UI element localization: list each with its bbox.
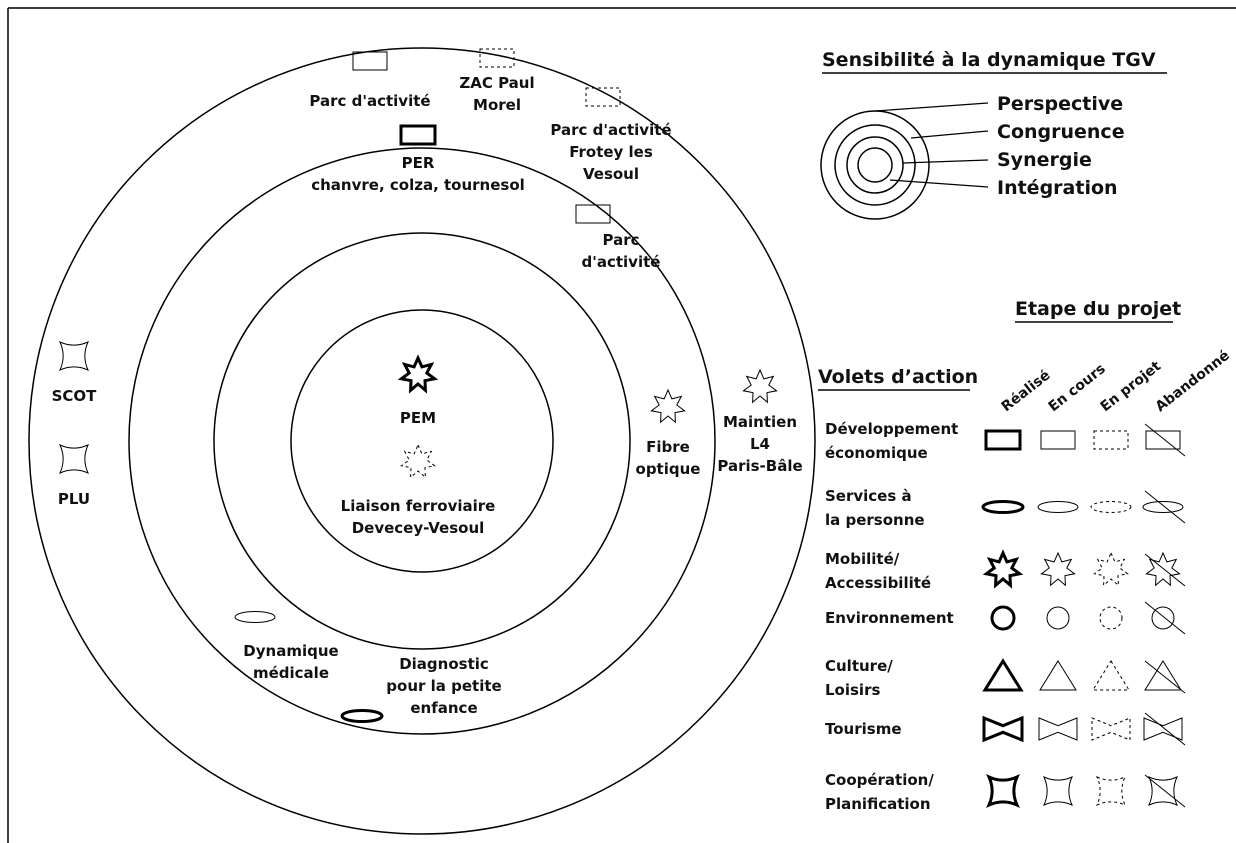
legend-bowtie-0-icon [982, 715, 1024, 743]
parc-activite-1-icon [352, 51, 388, 71]
legend-bowtie-3-icon [1143, 717, 1183, 741]
legend-triangle-1-icon [1039, 660, 1077, 691]
legend-ellipse-3-icon-strike [1144, 490, 1186, 524]
legend-circle-1-icon [1046, 606, 1070, 630]
legend-ring-perspective [820, 110, 930, 220]
legend-triangle-3-icon-strike [1144, 660, 1186, 694]
parc-activite-2-icon [575, 204, 611, 224]
stage-header-en-cours: En cours [1046, 361, 1109, 415]
legend-rect-3-icon [1145, 430, 1181, 450]
stage-header-realise: Réalisé [999, 367, 1054, 415]
legend-ring-synergie [846, 136, 904, 194]
parc-activite-1-label: Parc d'activité [309, 92, 430, 110]
pem-icon [397, 354, 439, 394]
stages-title: Etape du projet [1015, 298, 1181, 320]
legend-concave-3-icon-strike [1144, 774, 1186, 808]
legend-label-synergie: Synergie [997, 149, 1092, 171]
legend-bowtie-1-icon [1038, 717, 1078, 741]
row-label-bowtie: Tourisme [825, 720, 902, 738]
legend-star-3-icon [1145, 551, 1181, 587]
legend-bowtie-2-icon [1091, 717, 1131, 741]
diagnostic-petite-enfance-icon [340, 709, 384, 723]
stage-header-en-projet: En projet [1098, 358, 1165, 415]
legend-concave-2-icon [1096, 776, 1126, 806]
legend-leader-congruence [910, 130, 989, 139]
legend-triangle-2-icon [1092, 660, 1130, 691]
pem-label: PEM [400, 409, 436, 427]
legend-rect-2-icon [1093, 430, 1129, 450]
legend-rect-0-icon [984, 429, 1022, 451]
ring-synergie [213, 232, 631, 650]
legend-circle-3-icon-strike [1144, 601, 1186, 635]
legend-ellipse-2-icon [1090, 501, 1132, 513]
per-icon [399, 124, 437, 146]
dynamique-medicale-icon [234, 611, 276, 623]
maintien-l4-icon [742, 368, 778, 404]
scot-label: SCOT [52, 387, 98, 405]
stage-header-abandonne: Abandonné [1153, 348, 1233, 416]
ring-integration [290, 309, 554, 573]
plu-icon [59, 444, 89, 474]
legend-circle-3-icon [1151, 606, 1175, 630]
row-label-concave: Coopération/Planification [825, 771, 934, 813]
legend-leader-synergie [902, 159, 989, 164]
legend-ring-congruence [834, 124, 916, 206]
parc-activite-frotey-icon [585, 87, 621, 107]
legend-ring-integration [857, 147, 893, 183]
fibre-optique-icon [650, 388, 686, 424]
legend-rect-1-icon [1040, 430, 1076, 450]
row-label-circle: Environnement [825, 609, 954, 627]
legend-ellipse-1-icon [1037, 501, 1079, 513]
ring-perspective [28, 47, 816, 835]
legend-bowtie-3-icon-strike [1144, 712, 1186, 746]
liaison-ferroviaire-icon [400, 443, 436, 479]
legend-label-integration: Intégration [997, 177, 1118, 199]
legend-label-perspective: Perspective [997, 93, 1123, 115]
legend-concave-3-icon [1148, 776, 1178, 806]
row-label-triangle: Culture/Loisirs [825, 657, 893, 699]
scot-icon [59, 341, 89, 371]
ring-congruence [128, 147, 716, 735]
legend-concave-1-icon [1043, 776, 1073, 806]
legend-title: Sensibilité à la dynamique TGV [822, 49, 1156, 71]
legend-rect-3-icon-strike [1144, 423, 1186, 457]
legend-circle-2-icon [1099, 606, 1123, 630]
legend-leader-integration [889, 179, 989, 188]
legend-triangle-3-icon [1144, 660, 1182, 691]
legend-triangle-0-icon [982, 658, 1024, 692]
zac-paul-morel-icon [479, 48, 515, 68]
volets-title: Volets d’action [818, 366, 978, 388]
plu-label: PLU [58, 490, 90, 508]
legend-ellipse-0-icon [981, 500, 1025, 514]
legend-leader-perspective [874, 102, 989, 112]
legend-concave-0-icon [986, 774, 1020, 808]
legend-star-1-icon [1040, 551, 1076, 587]
legend-star-2-icon [1093, 551, 1129, 587]
legend-star-3-icon-strike [1144, 553, 1186, 587]
legend-label-congruence: Congruence [997, 121, 1125, 143]
legend-circle-0-icon [990, 605, 1016, 631]
row-label-star: Mobilité/Accessibilité [825, 550, 931, 592]
legend-ellipse-3-icon [1142, 501, 1184, 513]
legend-star-0-icon [982, 549, 1024, 589]
